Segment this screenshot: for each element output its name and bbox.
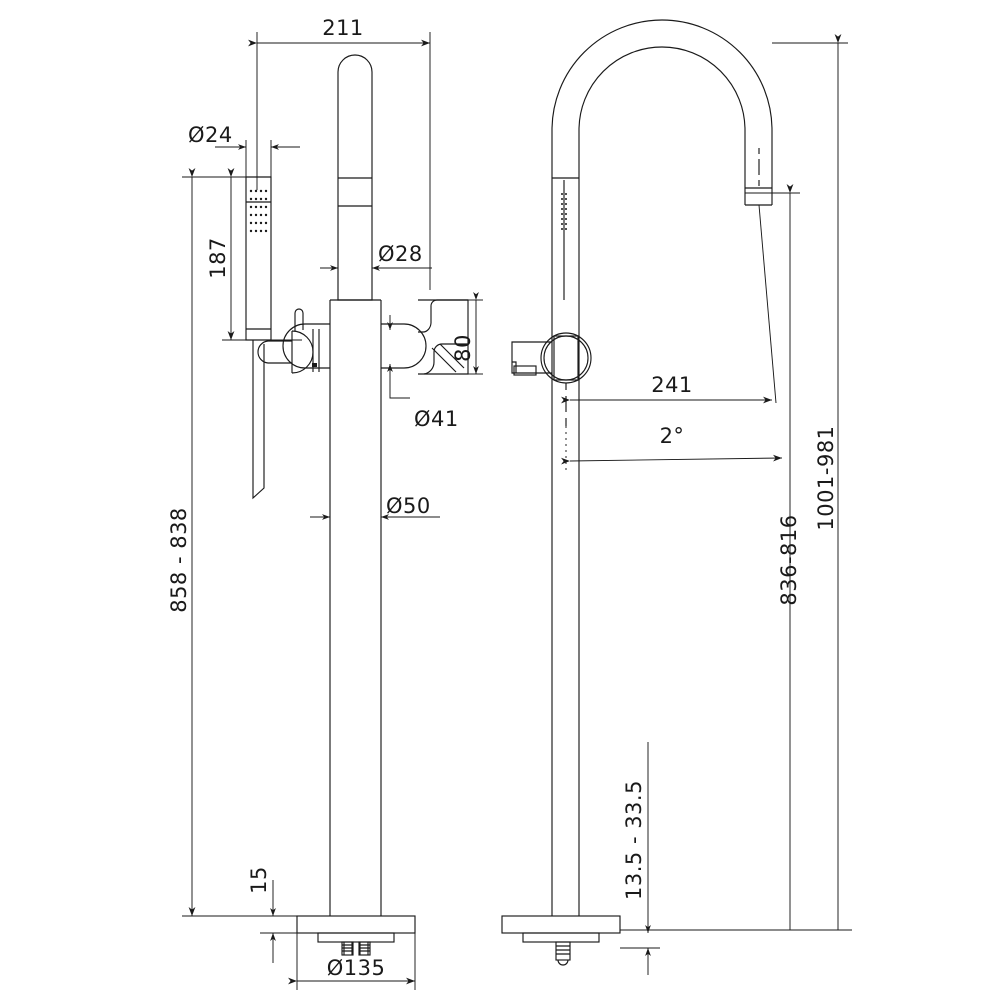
- label-outlet-height: 836-816: [777, 514, 801, 605]
- dim-valve-offset: [468, 292, 483, 375]
- front-column: [329, 299, 382, 916]
- dim-spout-projection: [561, 204, 777, 412]
- side-handle-stub: [511, 341, 567, 426]
- dimension-lines: [182, 32, 852, 990]
- front-handle-lever: [257, 308, 320, 374]
- front-valve-right: [381, 323, 427, 369]
- label-handshower-length: 187: [206, 237, 230, 279]
- front-valve-left: [282, 323, 330, 369]
- dim-mixer-height: [182, 168, 297, 917]
- dim-overall-width: [248, 32, 431, 290]
- dim-base-plate-height: [260, 880, 297, 963]
- label-column-diameter: Ø50: [386, 494, 431, 518]
- label-spout-projection: 241: [651, 373, 693, 397]
- label-overall-width: 211: [322, 16, 364, 40]
- dim-handshower-diameter: [215, 140, 300, 178]
- side-gooseneck-spout: [551, 19, 773, 206]
- front-handshower: [245, 176, 272, 500]
- label-valve-offset: 80: [451, 334, 475, 362]
- label-spout-angle: 2°: [660, 424, 685, 448]
- label-base-plate-height: 15: [247, 866, 271, 894]
- label-base-diameter: Ø135: [327, 956, 386, 980]
- dim-overall-height: [772, 34, 848, 930]
- side-valve-ring: [540, 332, 592, 384]
- dimension-labels: 211 Ø24 Ø28 Ø41 80 Ø50 187 858 - 838 15 …: [167, 16, 838, 980]
- handshower-spray-face: [249, 189, 268, 233]
- dim-valve-diameter: [387, 315, 410, 399]
- dim-spout-angle: [560, 420, 783, 470]
- front-diverter-outlet: [418, 299, 469, 375]
- front-base-plate: [296, 915, 416, 956]
- label-overall-height: 1001-981: [814, 425, 838, 530]
- label-riser-diameter: Ø28: [378, 242, 423, 266]
- front-riser-tube: [337, 54, 373, 301]
- side-column: [551, 178, 580, 916]
- dim-base-clearance: [620, 742, 660, 975]
- side-handshower: [561, 180, 567, 300]
- dim-column-diameter: [310, 500, 440, 530]
- dim-base-diameter: [288, 933, 416, 990]
- side-spray-face: [561, 193, 567, 230]
- dim-riser-diameter: [320, 258, 432, 300]
- label-base-clearance: 13.5 - 33.5: [622, 780, 646, 900]
- side-elevation-view: [501, 19, 773, 966]
- dim-outlet-height: [620, 184, 852, 931]
- front-elevation-view: [245, 54, 469, 956]
- label-handshower-diameter: Ø24: [188, 123, 233, 147]
- label-valve-diameter: Ø41: [414, 407, 459, 431]
- label-mixer-height: 858 - 838: [167, 507, 191, 613]
- side-base-plate: [501, 915, 621, 966]
